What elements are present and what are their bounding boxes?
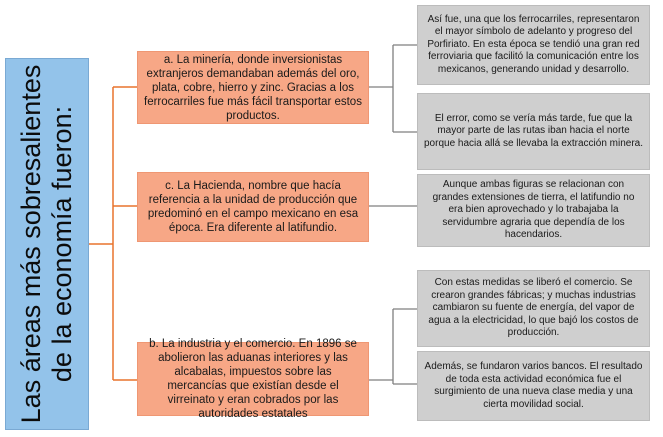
detail-comercio: Con estas medidas se liberó el comercio.… xyxy=(417,270,650,347)
branch-b-connector xyxy=(369,308,417,385)
detail-latifundio-text: Aunque ambas figuras se relacionan con g… xyxy=(432,179,635,241)
branch-mineria: a. La minería, donde inversionistas extr… xyxy=(137,51,369,124)
detail-ferrocarriles: Así fue, una que los ferrocarriles, repr… xyxy=(417,5,650,85)
branch-industria-text: b. La industria y el comercio. En 1896 s… xyxy=(149,338,357,420)
branch-mineria-text: a. La minería, donde inversionistas extr… xyxy=(144,53,362,122)
detail-bancos: Además, se fundaron varios bancos. El re… xyxy=(417,351,650,421)
branch-hacienda: c. La Hacienda, nombre que hacía referen… xyxy=(137,172,369,242)
detail-latifundio: Aunque ambas figuras se relacionan con g… xyxy=(417,174,650,247)
root-title: Las áreas más sobresalientes de la econo… xyxy=(16,64,77,424)
root-connector xyxy=(89,86,137,381)
branch-a-connector xyxy=(369,44,417,133)
detail-rutas-norte: El error, como se vería más tarde, fue q… xyxy=(417,93,650,170)
branch-industria: b. La industria y el comercio. En 1896 s… xyxy=(137,338,369,420)
detail-comercio-text: Con estas medidas se liberó el comercio.… xyxy=(428,277,639,339)
detail-bancos-text: Además, se fundaron varios bancos. El re… xyxy=(424,361,643,410)
branch-hacienda-text: c. La Hacienda, nombre que hacía referen… xyxy=(147,180,359,234)
root-node: Las áreas más sobresalientes de la econo… xyxy=(5,58,89,430)
detail-rutas-norte-text: El error, como se vería más tarde, fue q… xyxy=(424,112,644,149)
detail-ferrocarriles-text: Así fue, una que los ferrocarriles, repr… xyxy=(427,13,640,75)
